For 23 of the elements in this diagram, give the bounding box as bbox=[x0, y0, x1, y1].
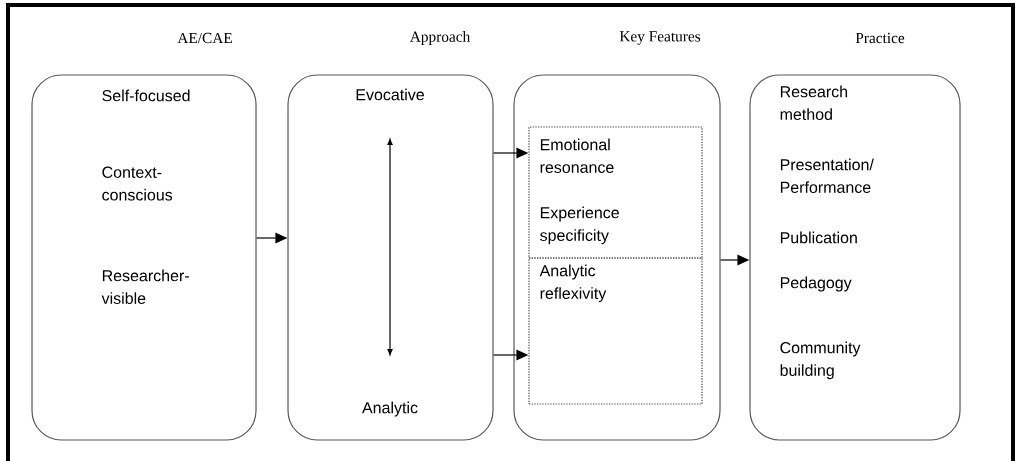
item-text: Self-focused bbox=[102, 89, 190, 102]
dotted-box bbox=[528, 257, 703, 405]
item-text: Experience specificity bbox=[540, 206, 619, 245]
column-heading: Key Features bbox=[619, 31, 701, 45]
column-box bbox=[513, 31, 721, 441]
item-text: Research method bbox=[780, 85, 848, 120]
item-text: Emotional resonance bbox=[540, 138, 614, 173]
item-text: Researcher-visible bbox=[101, 269, 189, 304]
column-heading: Practice bbox=[855, 32, 905, 44]
item-text: Context-conscious bbox=[102, 166, 173, 201]
column-box bbox=[31, 32, 257, 441]
column-box bbox=[287, 31, 494, 441]
item-text: Pedagogy bbox=[780, 276, 852, 292]
item-text: Presentation/ Performance bbox=[780, 158, 874, 193]
column-heading: Approach bbox=[409, 31, 471, 45]
dotted-box bbox=[528, 126, 703, 259]
column-box bbox=[749, 32, 961, 441]
column-heading: AE/CAE bbox=[177, 32, 232, 44]
item-text: Analytic bbox=[362, 401, 418, 417]
item-text: Analytic reflexivity bbox=[539, 264, 607, 303]
item-text: Community building bbox=[780, 341, 861, 380]
item-text: Evocative bbox=[356, 88, 424, 101]
item-text: Publication bbox=[780, 231, 857, 244]
